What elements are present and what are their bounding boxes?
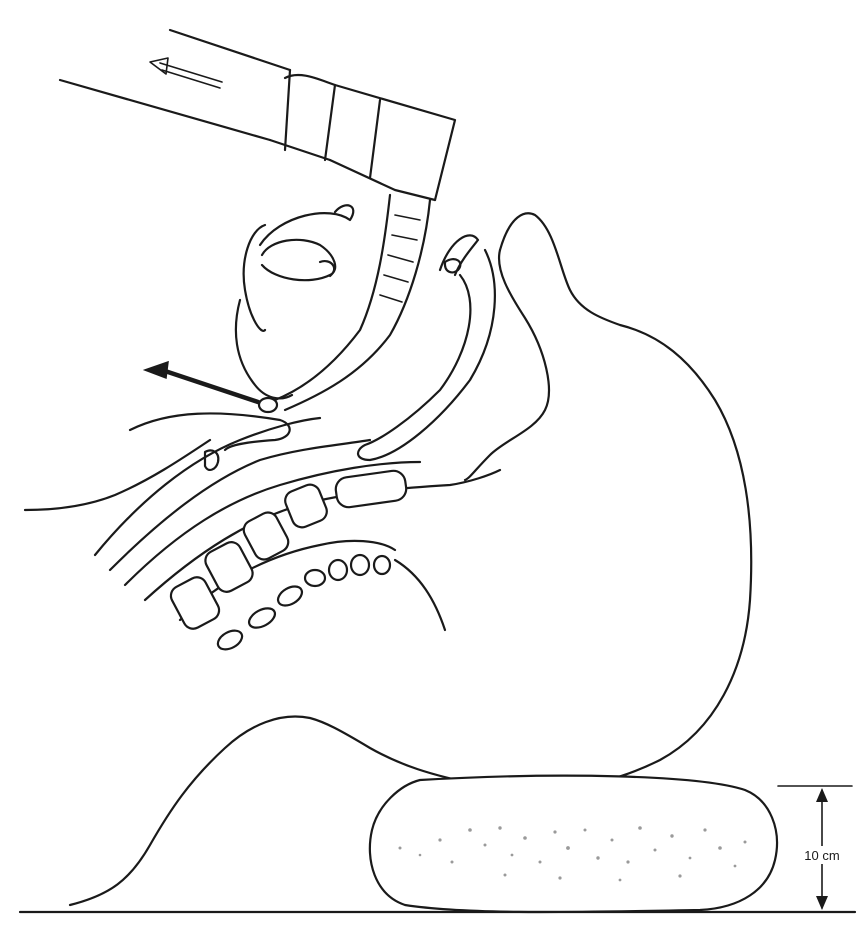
airflow-arrow-icon <box>150 58 222 88</box>
laryngoscope <box>60 30 455 200</box>
larynx <box>130 413 290 469</box>
cervical-vertebrae <box>167 469 445 653</box>
oral-cavity <box>236 205 353 398</box>
pillow <box>370 776 777 912</box>
dimension-label: 10 cm <box>804 848 839 863</box>
endotracheal-tube <box>275 195 430 410</box>
height-dimension: 10 cm <box>778 786 852 910</box>
